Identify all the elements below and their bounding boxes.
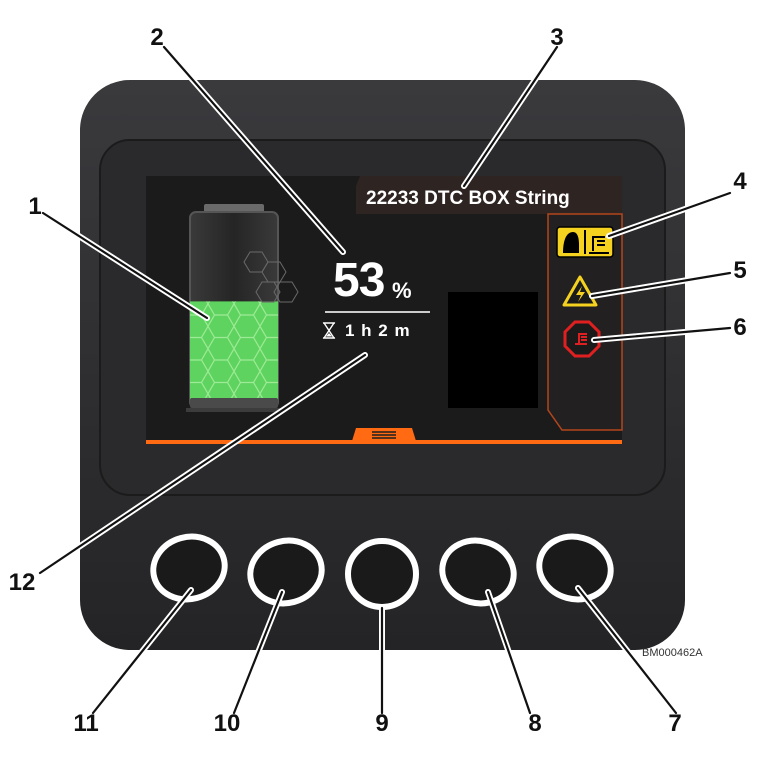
button-7[interactable] — [532, 529, 618, 608]
callout-7: 7 — [668, 710, 682, 737]
callout-11: 11 — [73, 710, 99, 737]
time-remaining: 1 h 2 m — [345, 321, 411, 340]
callout-3: 3 — [550, 24, 564, 51]
button-9[interactable] — [345, 538, 419, 610]
battery-percent-value: 53 — [333, 254, 385, 307]
battery-icon — [186, 204, 282, 412]
callout-6: 6 — [733, 314, 747, 341]
callout-10: 10 — [213, 710, 241, 737]
battery-percent-unit: % — [392, 278, 412, 303]
hex-decoration — [243, 251, 299, 303]
stop-fault-icon — [563, 320, 601, 358]
callout-9: 9 — [375, 710, 389, 737]
screen-bottom-bar — [146, 440, 622, 444]
figure-code: BM000462A — [642, 647, 703, 659]
button-10[interactable] — [243, 533, 329, 612]
seat-belt-warning-icon — [556, 226, 614, 258]
callout-8: 8 — [528, 710, 542, 737]
dtc-message: 22233 DTC BOX String — [366, 188, 570, 209]
button-8[interactable] — [435, 533, 521, 612]
callout-12: 12 — [8, 569, 36, 596]
callout-4: 4 — [733, 168, 747, 195]
menu-icon[interactable] — [372, 431, 396, 439]
buttons-row — [146, 529, 618, 612]
dtc-banner — [356, 176, 622, 214]
leader-lines — [37, 44, 733, 716]
hourglass-icon — [322, 322, 336, 339]
camera-view-area — [448, 292, 538, 408]
callout-1: 1 — [28, 193, 42, 220]
electrical-warning-icon — [562, 275, 598, 307]
button-11[interactable] — [146, 529, 232, 608]
callout-5: 5 — [733, 257, 747, 284]
callout-2: 2 — [150, 24, 164, 51]
